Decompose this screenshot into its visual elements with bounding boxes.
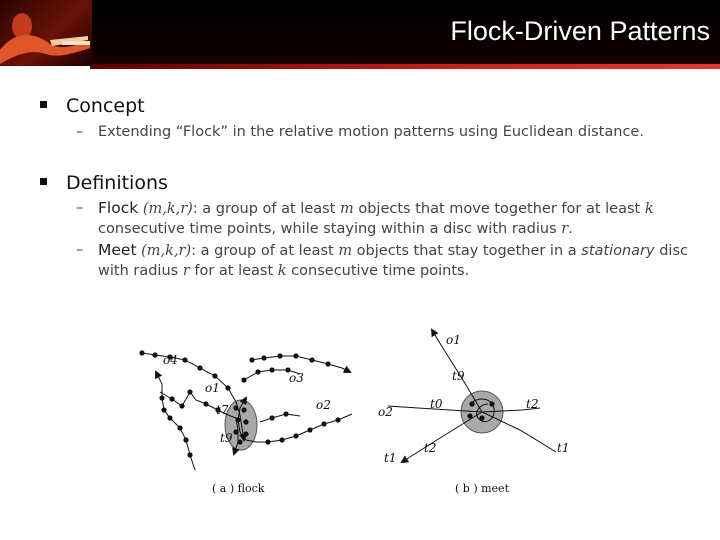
flock-diagram: o4 o1 o3 o2 t7 t9 ( a ) flock <box>139 350 352 495</box>
meet-path-3 <box>402 412 482 462</box>
meet-label-t9: t9 <box>452 369 465 383</box>
meet-label-o2: o2 <box>378 405 393 419</box>
meet-label-o1: o1 <box>446 333 461 347</box>
flock-trajectory-o3 <box>252 356 350 372</box>
flock-label-o2: o2 <box>316 398 331 412</box>
flock-label-t9: t9 <box>220 431 233 445</box>
flock-label-o1: o1 <box>205 381 220 395</box>
flock-label-o3: o3 <box>289 371 304 385</box>
meet-label-t1-left: t1 <box>384 451 396 465</box>
meet-label-t0: t0 <box>430 397 443 411</box>
flock-trajectory-o6 <box>260 414 300 422</box>
flock-label-t7: t7 <box>216 403 229 417</box>
meet-diagram: o1 t9 o2 t0 t2 t2 t1 t1 ( b ) meet <box>378 330 569 495</box>
meet-caption: ( b ) meet <box>455 482 510 495</box>
flock-caption: ( a ) flock <box>212 482 265 495</box>
flock-label-o4: o4 <box>163 353 178 367</box>
meet-label-t1-right: t1 <box>557 441 569 455</box>
meet-label-t2-right: t2 <box>526 397 538 411</box>
meet-label-t2-left: t2 <box>424 441 436 455</box>
